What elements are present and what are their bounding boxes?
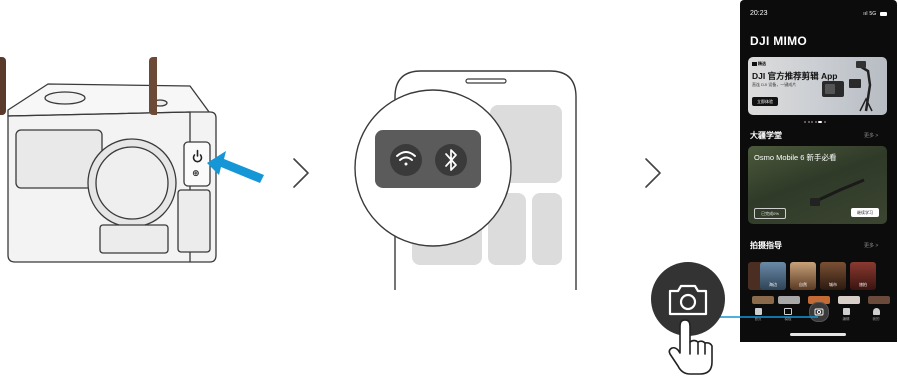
banner-tag-label: 精选: [758, 61, 766, 66]
gimbal-stick-image: [810, 172, 870, 212]
chevron-right-icon: [640, 155, 666, 191]
academy-heading: 大疆学堂: [750, 130, 782, 141]
banner-cta-button[interactable]: 立即体验: [752, 97, 778, 106]
guide-tile-label: 海边: [760, 282, 786, 288]
svg-text:⊕: ⊕: [192, 169, 200, 179]
tab-edit[interactable]: 编辑: [836, 308, 856, 322]
network-label: 5G: [869, 11, 876, 17]
banner-subtitle: 直连 DJI 设备，一键成片: [752, 82, 796, 88]
status-indicators: ııl 5G: [863, 11, 887, 17]
course-card[interactable]: Osmo Mobile 6 新手必看 已完成0% 继续学习: [748, 146, 887, 224]
continue-learning-button[interactable]: 继续学习: [851, 208, 879, 217]
promo-banner[interactable]: 精选 DJI 官方推荐剪辑 App 直连 DJI 设备，一键成片 立即体验: [748, 57, 887, 115]
banner-tag: 精选: [752, 61, 766, 67]
battery-icon: [880, 12, 887, 16]
guide-tile[interactable]: 城市: [820, 262, 846, 290]
profile-icon: [873, 308, 880, 315]
course-progress: 已完成0%: [754, 208, 786, 219]
guide-tile-label: 旅拍: [850, 282, 876, 288]
tag-icon: [752, 62, 757, 66]
guide-more-link[interactable]: 更多 >: [864, 242, 878, 249]
action-camera-illustration: ⊕: [0, 0, 290, 300]
carousel-dots: [804, 110, 827, 128]
guide-tile[interactable]: 旅拍: [850, 262, 876, 290]
guide-tile-label: 自然: [790, 282, 816, 288]
guide-tile[interactable]: 海边: [760, 262, 786, 290]
signal-icon: ııl: [863, 11, 868, 17]
course-title: Osmo Mobile 6 新手必看: [754, 152, 837, 163]
tab-label: 我的: [866, 317, 886, 322]
camera-button-callout: [640, 262, 740, 378]
gimbal-product-image: [816, 61, 886, 115]
phone-connection-illustration: [340, 55, 590, 295]
chevron-right-icon: [288, 155, 314, 191]
guide-tile[interactable]: 自然: [790, 262, 816, 290]
banner-peek-right: [149, 57, 157, 115]
tab-profile[interactable]: 我的: [866, 308, 886, 322]
tab-label: 编辑: [836, 317, 856, 322]
academy-more-link[interactable]: 更多 >: [864, 132, 878, 139]
status-time: 20:23: [750, 10, 768, 17]
edit-icon: [843, 308, 850, 315]
app-title: DJI MIMO: [750, 34, 807, 48]
home-indicator: [790, 333, 846, 336]
guide-heading: 拍摄指导: [750, 240, 782, 251]
guide-tile-label: 城市: [820, 282, 846, 288]
banner-peek-left: [0, 57, 6, 115]
